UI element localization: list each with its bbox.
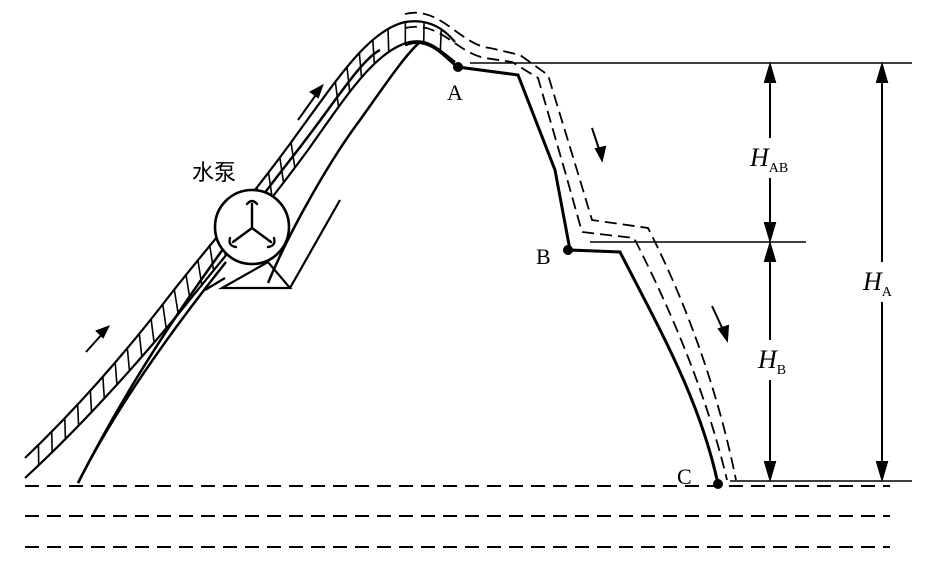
h-a-label-sub: A [882, 285, 893, 300]
h-b-label: HB [757, 345, 786, 378]
pipe-hatch-mark [279, 157, 285, 183]
pump: 水泵 [192, 161, 291, 266]
flow-arrowhead-lower-right-icon [717, 324, 730, 343]
pipe-hatch-mark [290, 142, 296, 168]
pipe-hatch-mark [185, 274, 191, 300]
dim-h-b-top-arrow-icon [763, 240, 777, 262]
point-b-label: B [536, 244, 551, 269]
water-surface [404, 11, 737, 481]
h-a-label-main: H [862, 267, 883, 296]
mountain-base-slope [76, 261, 227, 484]
pump-impeller-icon [228, 199, 276, 249]
h-b-label-sub: B [777, 363, 786, 378]
pipe-hatch-mark [114, 362, 118, 385]
h-b-label-bg [754, 340, 794, 380]
flow-arrowhead-lower-icon [95, 325, 111, 339]
pipe-hatch-mark [126, 348, 131, 371]
h-b-label-main: H [757, 345, 778, 374]
dim-h-ab-bottom-arrow-icon [763, 222, 777, 244]
pipe-hatch-mark [89, 390, 93, 413]
pipe-hatch-mark [372, 39, 376, 64]
h-a-label: HA [862, 267, 893, 300]
point-c-marker [713, 479, 723, 489]
pipe-hatch-mark [267, 172, 273, 198]
pipe-hatch-mark [439, 29, 443, 51]
pipe-hatch-mark [334, 81, 340, 108]
pipe-hatch-mark [63, 418, 67, 440]
dim-h-b-bottom-arrow-icon [763, 461, 777, 483]
h-ab-label-main: H [749, 143, 770, 172]
pipe-hatch-mark [138, 333, 143, 357]
pump-base [217, 260, 293, 290]
point-b-marker [563, 245, 573, 255]
pipe-hatch-mark [358, 52, 363, 78]
pipe-hatch-mark [173, 289, 180, 315]
mountain-left-slope [76, 48, 381, 484]
pipe-hatch-mark [346, 66, 351, 93]
pipe-hatch-mark [209, 245, 215, 271]
flow-arrow-upper-icon [297, 91, 319, 121]
pump-brace [289, 199, 341, 289]
h-a-label-bg [860, 262, 904, 302]
mountain-inner-slope [266, 41, 421, 284]
flow-arrowhead-upper-right-icon [594, 145, 607, 163]
point-a-label: A [447, 80, 463, 105]
pump-label: 水泵 [192, 161, 236, 186]
pipe-hatch-mark [76, 404, 80, 426]
ground-level-lines [25, 485, 890, 548]
downhill-flow-arrows [591, 127, 730, 343]
h-ab-label-sub: AB [769, 161, 788, 176]
dim-h-ab-top-arrow-icon [763, 61, 777, 83]
pipe-hatch-mark [102, 376, 106, 399]
pump-support [204, 199, 341, 291]
h-ab-label: HAB [749, 143, 788, 176]
water-surface-inner [404, 25, 728, 481]
water-surface-outer [404, 11, 737, 481]
downhill-channel [404, 41, 720, 485]
dimension-label-backgrounds [748, 138, 904, 380]
pump-base-left [204, 277, 226, 291]
h-ab-label-bg [748, 138, 798, 178]
flow-arrowhead-upper-icon [309, 83, 324, 99]
pipe-hatch-mark [197, 260, 203, 286]
dim-h-a-bottom-arrow-icon [875, 461, 889, 483]
point-c-label: C [677, 464, 692, 489]
pipe-hatch-mark [150, 318, 155, 343]
pipe-hatch-mark [387, 28, 390, 52]
uphill-flow-arrows [85, 83, 324, 353]
pipe-hatch-mark [161, 304, 168, 329]
points [453, 62, 723, 489]
dim-h-a-top-arrow-icon [875, 61, 889, 83]
point-a-marker [453, 62, 463, 72]
